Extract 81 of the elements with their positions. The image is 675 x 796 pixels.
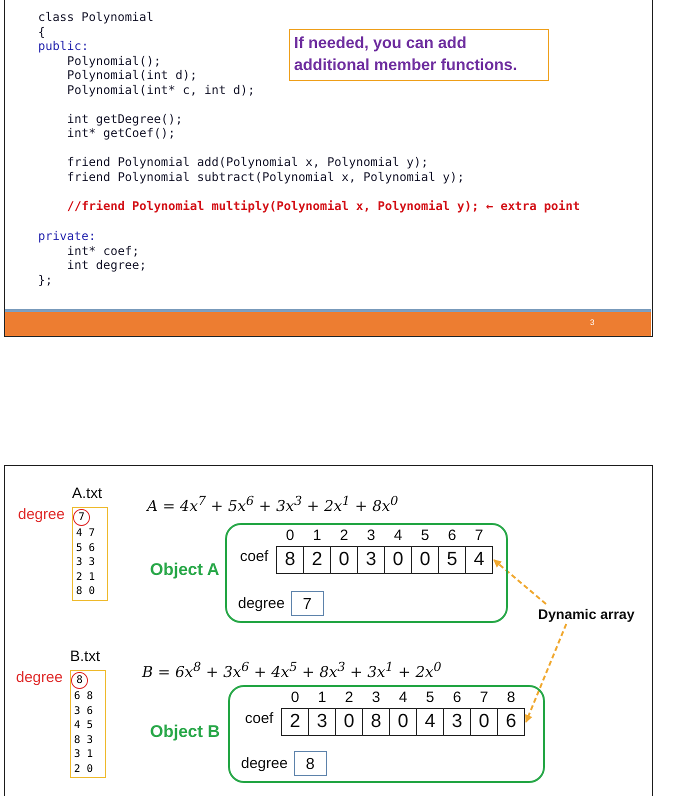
code-line: int* getCoef(); [67, 126, 176, 141]
file-line: 6 8 [74, 689, 94, 704]
code-line: private: [38, 229, 96, 244]
field-label: degree [238, 595, 285, 612]
file-line: 4 7 [76, 526, 96, 540]
index-label: 1 [316, 690, 328, 708]
code-line: friend Polynomial add(Polynomial x, Polynomial y); [67, 155, 428, 170]
field-label: degree [241, 755, 288, 772]
array-cell: 3 [357, 546, 385, 574]
field-label: coef [245, 710, 274, 727]
code-line: int degree; [67, 258, 146, 273]
code-line: int* coef; [67, 244, 140, 259]
file-line: 2 0 [74, 762, 94, 776]
file-line: 5 6 [76, 540, 96, 555]
code-line: class Polynomial [38, 10, 154, 25]
file-line: 3 6 [74, 704, 94, 718]
arrow [493, 559, 547, 605]
array-cell: 0 [330, 546, 358, 574]
index-label: 7 [474, 528, 484, 546]
index-label: 5 [420, 528, 430, 546]
index-label: 6 [446, 528, 458, 546]
formula: A = 4x$^{7}$ + 5x$^{6}$ + 3x$^{3}$ + 2x$^{1}$ + 8x$^{0}$ [147, 493, 398, 515]
file-line: 2 1 [76, 570, 96, 584]
index-label: 3 [370, 690, 382, 708]
array-cell: 0 [384, 546, 412, 574]
index-label: 3 [366, 528, 376, 546]
circled-number: 7 [73, 509, 90, 526]
note-box: If needed, you can add additional member functions. [289, 29, 549, 81]
code-line: Polynomial(int d); [67, 68, 198, 83]
value-box: 8 [294, 751, 327, 776]
page-number: 3 [590, 318, 594, 327]
file-line: 3 1 [74, 747, 94, 762]
file-name: B.txt [70, 647, 102, 667]
object-label: Object A [150, 560, 220, 580]
index-label: 0 [284, 528, 296, 546]
array-cell: 4 [465, 546, 493, 574]
file-name: A.txt [72, 484, 104, 504]
array-cell: 8 [362, 708, 390, 736]
code-line: }; [38, 273, 52, 288]
index-label: 1 [312, 528, 322, 546]
code-line: int getDegree(); [67, 112, 183, 127]
array-cell: 5 [438, 546, 466, 574]
code-comment: //friend Polynomial multiply(Polynomial x, Polynomial y); ← extra point [67, 199, 580, 214]
value-box: 7 [290, 591, 324, 616]
array-cell: 8 [276, 546, 304, 574]
file-line: 8 0 [76, 584, 96, 598]
index-label: 2 [338, 528, 350, 546]
array-cell: 6 [497, 708, 525, 736]
object-label: Object B [150, 722, 220, 742]
array-cell: 0 [389, 708, 417, 736]
circled-number: 8 [71, 672, 88, 689]
code-line: public: [38, 39, 89, 54]
arrow [524, 624, 568, 723]
index-label: 4 [392, 528, 404, 546]
file-line: 8 3 [74, 732, 94, 747]
index-label: 0 [290, 690, 300, 708]
field-label: coef [240, 548, 268, 565]
code-line: Polynomial(int* c, int d); [67, 83, 255, 98]
array-cell: 0 [335, 708, 363, 736]
degree-label: degree [18, 508, 65, 522]
code-line: Polynomial(); [67, 54, 161, 69]
index-label: 2 [344, 690, 354, 708]
array-cell: 3 [308, 708, 336, 736]
array-cell: 0 [411, 546, 439, 574]
file-line: 4 5 [74, 718, 94, 732]
array-cell: 0 [470, 708, 498, 736]
formula: B = 6x$^{8}$ + 3x$^{6}$ + 4x$^{5}$ + 8x$^{3}$ + 3x$^{1}$ + 2x$^{0}$ [142, 659, 442, 681]
index-label: 7 [478, 690, 490, 708]
array-cell: 2 [303, 546, 331, 574]
callout-text: Dynamic array [538, 606, 635, 622]
index-label: 6 [452, 690, 462, 708]
array-cell: 4 [416, 708, 444, 736]
array-cell: 3 [443, 708, 471, 736]
file-line: 3 3 [76, 555, 96, 570]
index-label: 4 [398, 690, 408, 708]
index-label: 5 [424, 690, 436, 708]
code-line: { [38, 25, 46, 40]
code-line: friend Polynomial subtract(Polynomial x, Polynomial y); [67, 170, 464, 185]
array-cell: 2 [281, 708, 309, 736]
degree-label: degree [16, 671, 63, 686]
index-label: 8 [506, 690, 516, 708]
